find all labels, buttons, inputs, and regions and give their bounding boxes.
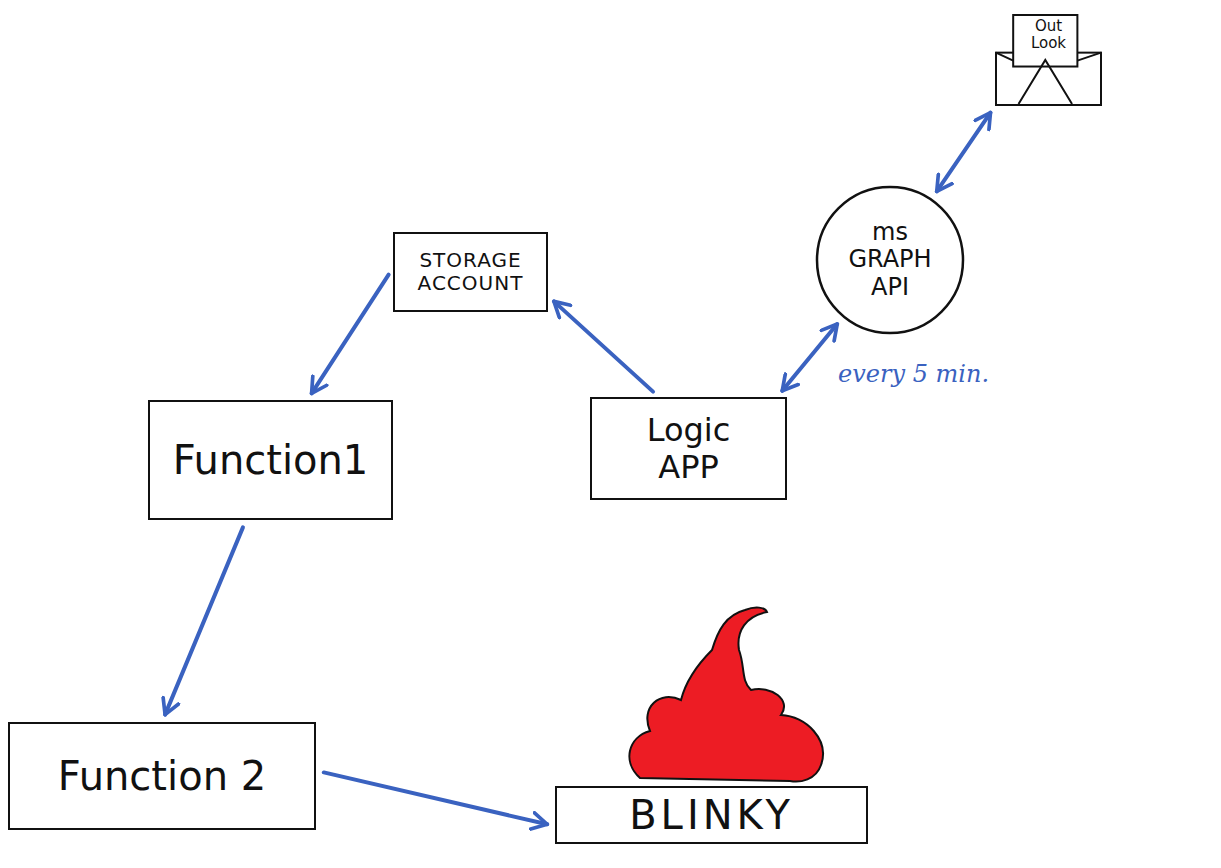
node-text: Logic APP	[634, 412, 744, 486]
arrow-connector	[554, 301, 653, 391]
outlook-envelope: Out Look	[995, 14, 1102, 106]
function-box: Function 2	[8, 722, 316, 830]
arrow-connector	[782, 324, 837, 391]
edge-label: every 5 min.	[835, 360, 992, 388]
api-circle: ms GRAPH API	[815, 185, 965, 335]
blinky-light-blob	[629, 608, 823, 782]
arrow-connector	[312, 275, 389, 394]
logic-app-box: Logic APP	[590, 397, 787, 500]
node-text: Function1	[173, 437, 369, 483]
node-text: Function 2	[58, 753, 266, 799]
blinky-base: BLINKY	[555, 786, 868, 844]
node-text: STORAGE ACCOUNT	[406, 249, 536, 295]
node-text: Out Look	[1027, 18, 1071, 53]
arrow-connector	[937, 113, 991, 192]
arrow-connector	[324, 772, 547, 824]
storage-box: STORAGE ACCOUNT	[393, 232, 548, 312]
function-box: Function1	[148, 400, 393, 520]
node-text: BLINKY	[629, 792, 794, 838]
arrow-connector	[165, 527, 243, 714]
node-text: ms GRAPH API	[843, 219, 938, 302]
